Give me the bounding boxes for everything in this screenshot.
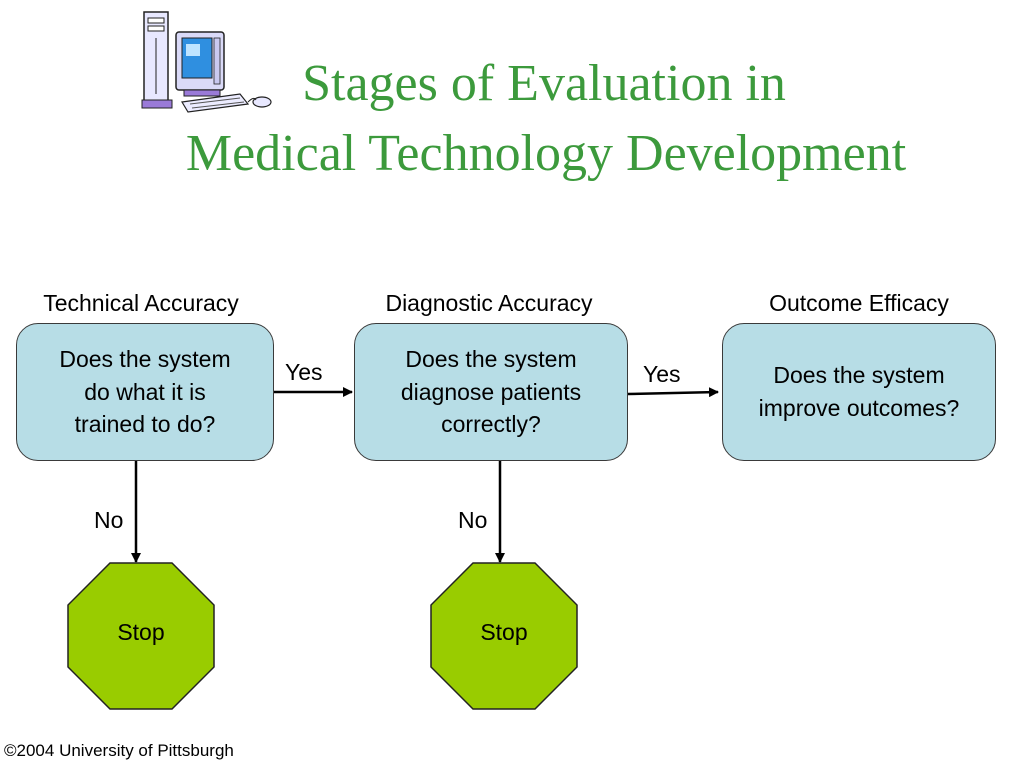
question-line: Does the system [59, 346, 231, 373]
edge-label-yes-2: Yes [643, 361, 681, 387]
stage-box-technical-text: Does the system do what it is trained to… [59, 343, 230, 441]
stage-box-technical: Does the system do what it is trained to… [16, 323, 274, 461]
question-line: trained to do? [74, 411, 216, 438]
stage-box-outcome: Does the system improve outcomes? [722, 323, 996, 461]
question-line: correctly? [441, 411, 541, 438]
computer-clipart-icon [141, 11, 272, 113]
stop-octagon-2 [430, 562, 578, 710]
page-title-line-2: Medical Technology Development [185, 125, 907, 182]
stop-octagon-1 [67, 562, 215, 710]
edge-label-no-1: No [94, 507, 124, 533]
stage-box-diagnostic-text: Does the system diagnose patients correc… [401, 343, 581, 441]
arrow-yes-2 [627, 387, 719, 398]
question-line: do what it is [84, 378, 206, 405]
stage-box-outcome-text: Does the system improve outcomes? [759, 359, 960, 424]
page-title-line-1: Stages of Evaluation in [302, 55, 786, 112]
question-line: Does the system [405, 346, 577, 373]
question-line: diagnose patients [400, 378, 582, 405]
stage-box-diagnostic: Does the system diagnose patients correc… [354, 323, 628, 461]
question-line: improve outcomes? [758, 395, 960, 421]
stage-label-diagnostic-accuracy: Diagnostic Accuracy [385, 290, 593, 316]
copyright-footer: ©2004 University of Pittsburgh [4, 741, 234, 760]
stage-label-technical-accuracy: Technical Accuracy [43, 290, 239, 316]
stop-label-1: Stop [117, 619, 165, 645]
question-line: Does the system [773, 362, 945, 389]
stop-label-2: Stop [480, 619, 528, 645]
edge-label-yes-1: Yes [285, 359, 323, 385]
edge-label-no-2: No [458, 507, 488, 533]
stage-label-outcome-efficacy: Outcome Efficacy [769, 290, 949, 316]
